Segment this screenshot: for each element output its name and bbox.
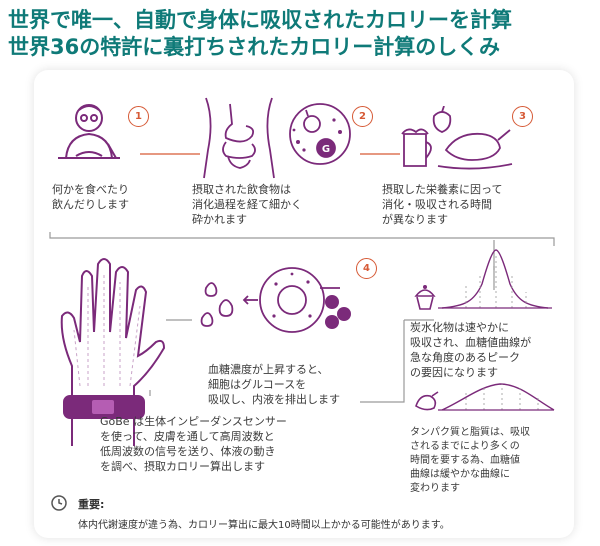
digestive-system-icon: G (203, 97, 351, 179)
step-2-text: 摂取された飲食物は 消化過程を経て細かく 砕かれます (192, 183, 302, 226)
cell-glucose-icon (200, 267, 351, 333)
carb-curve (441, 249, 549, 309)
glucose-label: G (322, 144, 330, 155)
headline-line-2: 世界36の特許に裏打ちされたカロリー計算のしくみ (8, 35, 501, 59)
step-4-text: 血糖濃度が上昇すると、 細胞はグルコースを 吸収し、内液を排出します (208, 363, 340, 406)
food-beer-chicken-icon (401, 106, 513, 170)
step-3-text: 摂取した栄養素に因って 消化・吸収される時間 が異なります (382, 183, 503, 226)
step-4-badge: 4 (356, 258, 377, 279)
gobe-description: GoBe は生体インピーダンスセンサー を使って、皮膚を通して高周波数と 低周波… (100, 415, 287, 473)
person-eating-icon (58, 104, 120, 159)
step-3-badge: 3 (512, 106, 533, 127)
chicken-icon (415, 391, 439, 411)
note-body: 体内代謝速度が違う為、カロリー算出に最大10時間以上かかる可能性があります。 (78, 520, 450, 531)
clock-icon (51, 495, 67, 511)
flow-connectors (49, 153, 555, 411)
protein-curve (441, 383, 555, 411)
headline-line-1: 世界で唯一、自動で身体に吸収されたカロリーを計算 (8, 8, 512, 32)
step-1-text: 何かを食べたり 飲んだりします (52, 183, 129, 211)
diagram-card: 1 何かを食べたり 飲んだりします G 2 摂取された飲食物は 消化過程を経て細… (34, 70, 574, 538)
step-2-badge: 2 (352, 106, 373, 127)
note-title: 重要: (78, 498, 105, 511)
cupcake-icon (414, 285, 436, 310)
protein-fat-text: タンパク質と脂質は、吸収 されるまでにより多くの 時間を要する為、血糖値 曲線は… (410, 427, 530, 494)
hand-with-gobe-band-icon (60, 258, 166, 446)
carbohydrate-text: 炭水化物は速やかに 吸収され、血糖値曲線が 急な角度のあるピーク の要因になりま… (410, 321, 532, 379)
step-1-badge: 1 (128, 106, 149, 127)
